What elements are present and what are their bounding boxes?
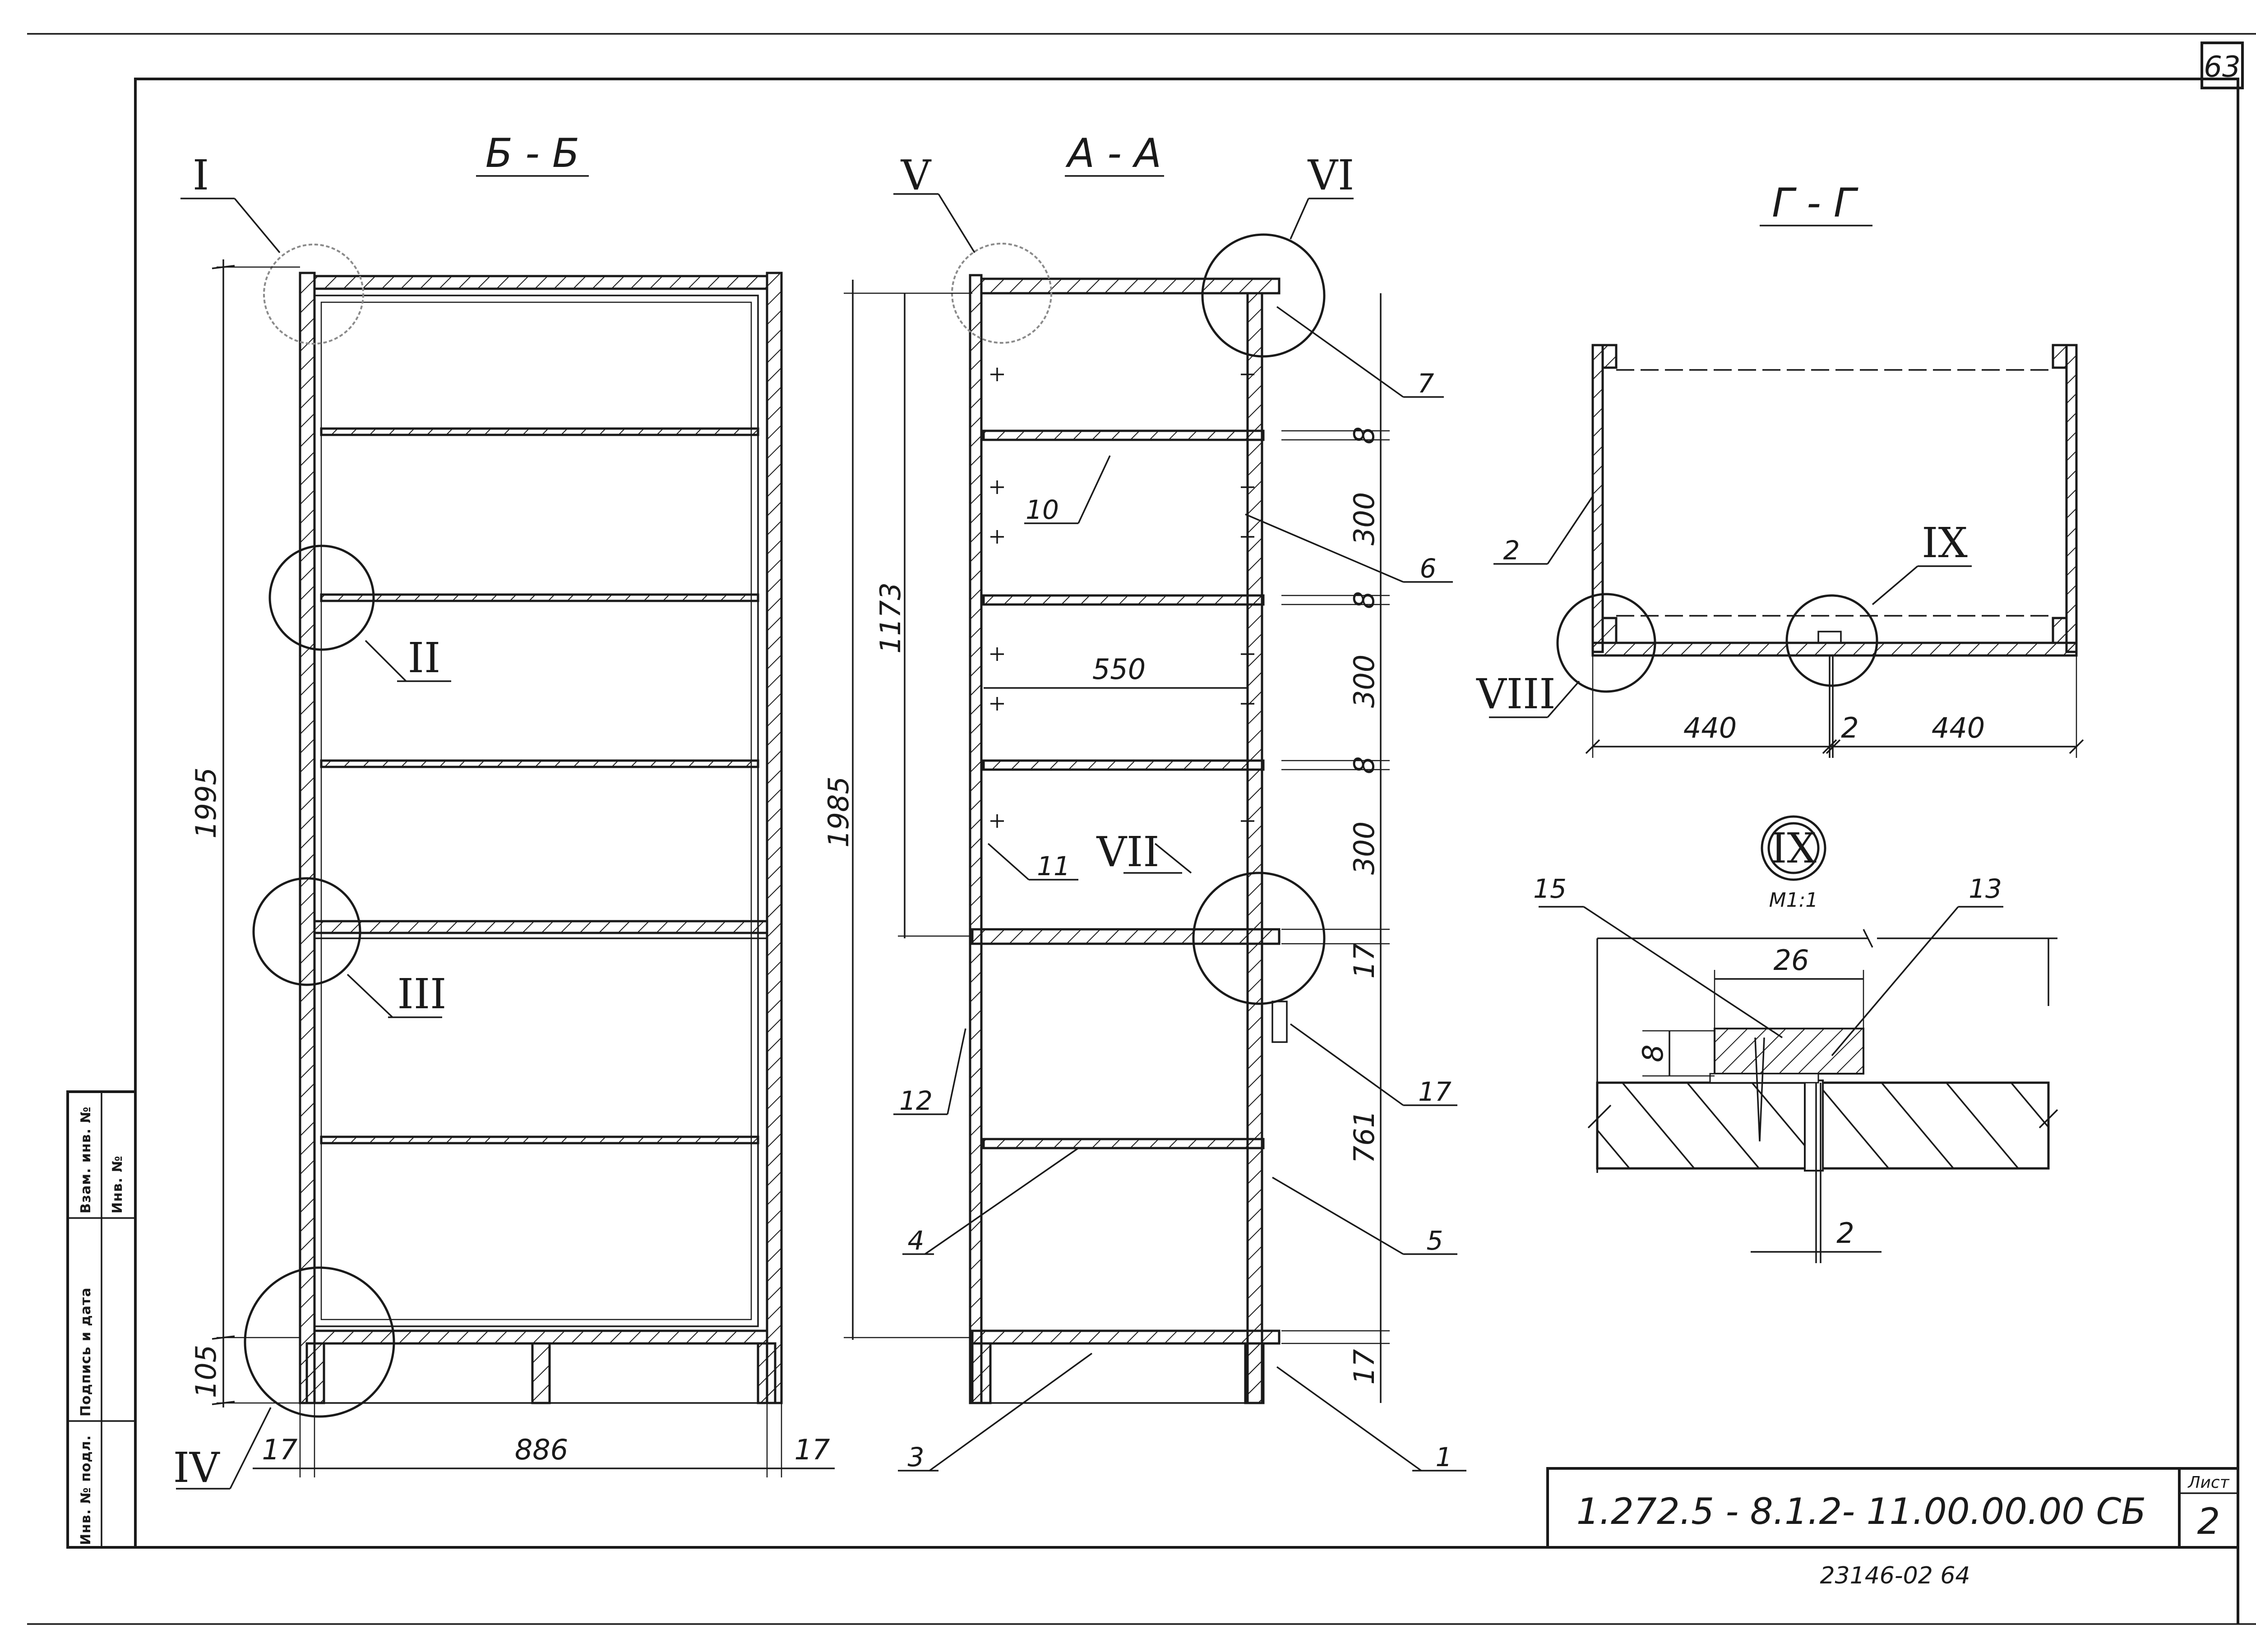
aa-back-wall <box>969 274 983 1404</box>
aa-detail-circle-VI <box>1201 233 1326 358</box>
callout-IV: IV <box>173 1444 220 1492</box>
aa-shelf-2 <box>982 594 1265 606</box>
section-aa-title: А - А <box>1065 130 1161 176</box>
part-17: 17 <box>1418 1076 1452 1107</box>
aa-dim-height: 1985 <box>822 776 855 848</box>
aa-shelf-1 <box>982 429 1265 441</box>
part-4: 4 <box>908 1225 925 1256</box>
section-aa <box>844 193 1466 1472</box>
footer-text: 23146-02 64 <box>1820 1562 1970 1589</box>
list-label: Лист <box>2187 1473 2229 1492</box>
bb-right-wall <box>766 272 783 1404</box>
part-13: 13 <box>1969 873 2002 904</box>
aa-dim-gap1: 300 <box>1348 492 1381 545</box>
bb-shelf-4 <box>320 1135 759 1144</box>
list-number: 2 <box>2197 1500 2220 1542</box>
section-bb-title: Б - Б <box>485 130 579 176</box>
detail-ix <box>1539 815 2058 1263</box>
bb-detail-circle-III <box>252 877 361 986</box>
gg-detail-circle-VIII <box>1556 593 1656 693</box>
bb-detail-circle-I <box>263 244 364 345</box>
bb-top-panel <box>313 275 768 290</box>
section-gg <box>1489 344 2084 758</box>
stamp-vzam-inv: Взам. инв. № <box>78 1106 94 1214</box>
bb-detail-circle-II <box>268 545 375 651</box>
drawing-code: 1.272.5 - 8.1.2- 11.00.00.00 СБ <box>1576 1490 2146 1532</box>
bb-dim-right-wall: 17 <box>795 1433 830 1466</box>
bb-dim-height: 1995 <box>190 767 222 839</box>
part-6: 6 <box>1420 553 1437 584</box>
part-7: 7 <box>1418 368 1434 399</box>
callout-VIII: VIII <box>1476 670 1555 718</box>
gg-dim-gap: 2 <box>1841 711 1858 744</box>
callout-III: III <box>397 970 446 1018</box>
stamp-inv-no: Инв. № <box>110 1155 125 1214</box>
aa-detail-circle-VII <box>1192 872 1326 1005</box>
aa-top-panel <box>980 277 1281 295</box>
aa-dim-gap2: 300 <box>1348 655 1381 708</box>
bb-shelf-3 <box>320 759 759 768</box>
detail-ix-dim-gap: 2 <box>1836 1217 1854 1250</box>
aa-dim-upper: 1173 <box>874 582 907 654</box>
side-stamp <box>66 1090 137 1549</box>
callout-V: V <box>901 151 932 199</box>
aa-front-post <box>1246 292 1263 1404</box>
aa-mid-panel <box>971 928 1281 945</box>
callout-I: I <box>193 151 209 199</box>
part-3: 3 <box>908 1442 925 1472</box>
part-10: 10 <box>1026 494 1059 525</box>
part-12: 12 <box>899 1085 933 1116</box>
aa-dim-gap3: 300 <box>1348 821 1381 875</box>
aa-dim-bottom: 17 <box>1348 1349 1381 1385</box>
detail-ix-dim-height: 8 <box>1637 1044 1669 1062</box>
aa-bottom-panel <box>971 1329 1281 1345</box>
callout-IX: IX <box>1922 519 1968 567</box>
sheet-frame <box>27 33 2256 1625</box>
callout-VII: VII <box>1096 828 1159 876</box>
title-block <box>1546 1467 2239 1549</box>
bb-detail-circle-IV <box>244 1266 395 1418</box>
gg-detail-circle-IX <box>1785 594 1878 687</box>
aa-dim-shelf3: 8 <box>1348 756 1381 774</box>
detail-ix-dim-width: 26 <box>1774 944 1809 977</box>
part-5: 5 <box>1427 1225 1443 1256</box>
bb-bottom-panel <box>313 1329 768 1345</box>
detail-ix-strip <box>1714 1028 1864 1075</box>
detail-ix-label: IX <box>1771 824 1817 872</box>
part-11: 11 <box>1037 851 1070 881</box>
detail-ix-circle <box>1761 815 1826 881</box>
part-2: 2 <box>1503 535 1520 566</box>
aa-dim-inner-width: 550 <box>1092 653 1146 686</box>
section-bb <box>176 198 835 1490</box>
part-1: 1 <box>1436 1442 1452 1472</box>
gg-dim-right: 440 <box>1932 711 1985 744</box>
bb-dim-left-wall: 17 <box>262 1433 298 1466</box>
stamp-inv-podl: Инв. № подл. <box>78 1435 94 1545</box>
section-gg-title: Г - Г <box>1772 180 1858 226</box>
aa-dim-lower: 761 <box>1348 1110 1381 1163</box>
sheet-corner-number: 63 <box>2204 51 2240 84</box>
bb-shelf-2 <box>320 593 759 602</box>
callout-VI: VI <box>1308 151 1355 199</box>
aa-shelf-3 <box>982 759 1265 771</box>
aa-shelf-4 <box>982 1138 1265 1149</box>
sheet-corner-box <box>2201 42 2244 89</box>
aa-dim-shelf1: 8 <box>1348 426 1381 444</box>
gg-left-wall <box>1591 344 1604 653</box>
bb-mid-panel <box>313 920 768 934</box>
part-15: 15 <box>1533 873 1567 904</box>
gg-dim-left: 440 <box>1683 711 1737 744</box>
aa-dim-shelf2: 8 <box>1348 591 1381 609</box>
gg-front-panel <box>1591 641 2078 657</box>
aa-dim-mid: 17 <box>1348 943 1381 979</box>
detail-ix-scale: М1:1 <box>1769 889 1818 912</box>
bb-shelf-1 <box>320 427 759 436</box>
bb-dim-width: 886 <box>515 1433 568 1466</box>
gg-right-wall <box>2065 344 2078 653</box>
stamp-podpis-data: Подпись и дата <box>78 1287 94 1417</box>
callout-II: II <box>408 634 441 682</box>
bb-left-wall <box>299 272 316 1404</box>
bb-dim-base: 105 <box>190 1345 222 1398</box>
